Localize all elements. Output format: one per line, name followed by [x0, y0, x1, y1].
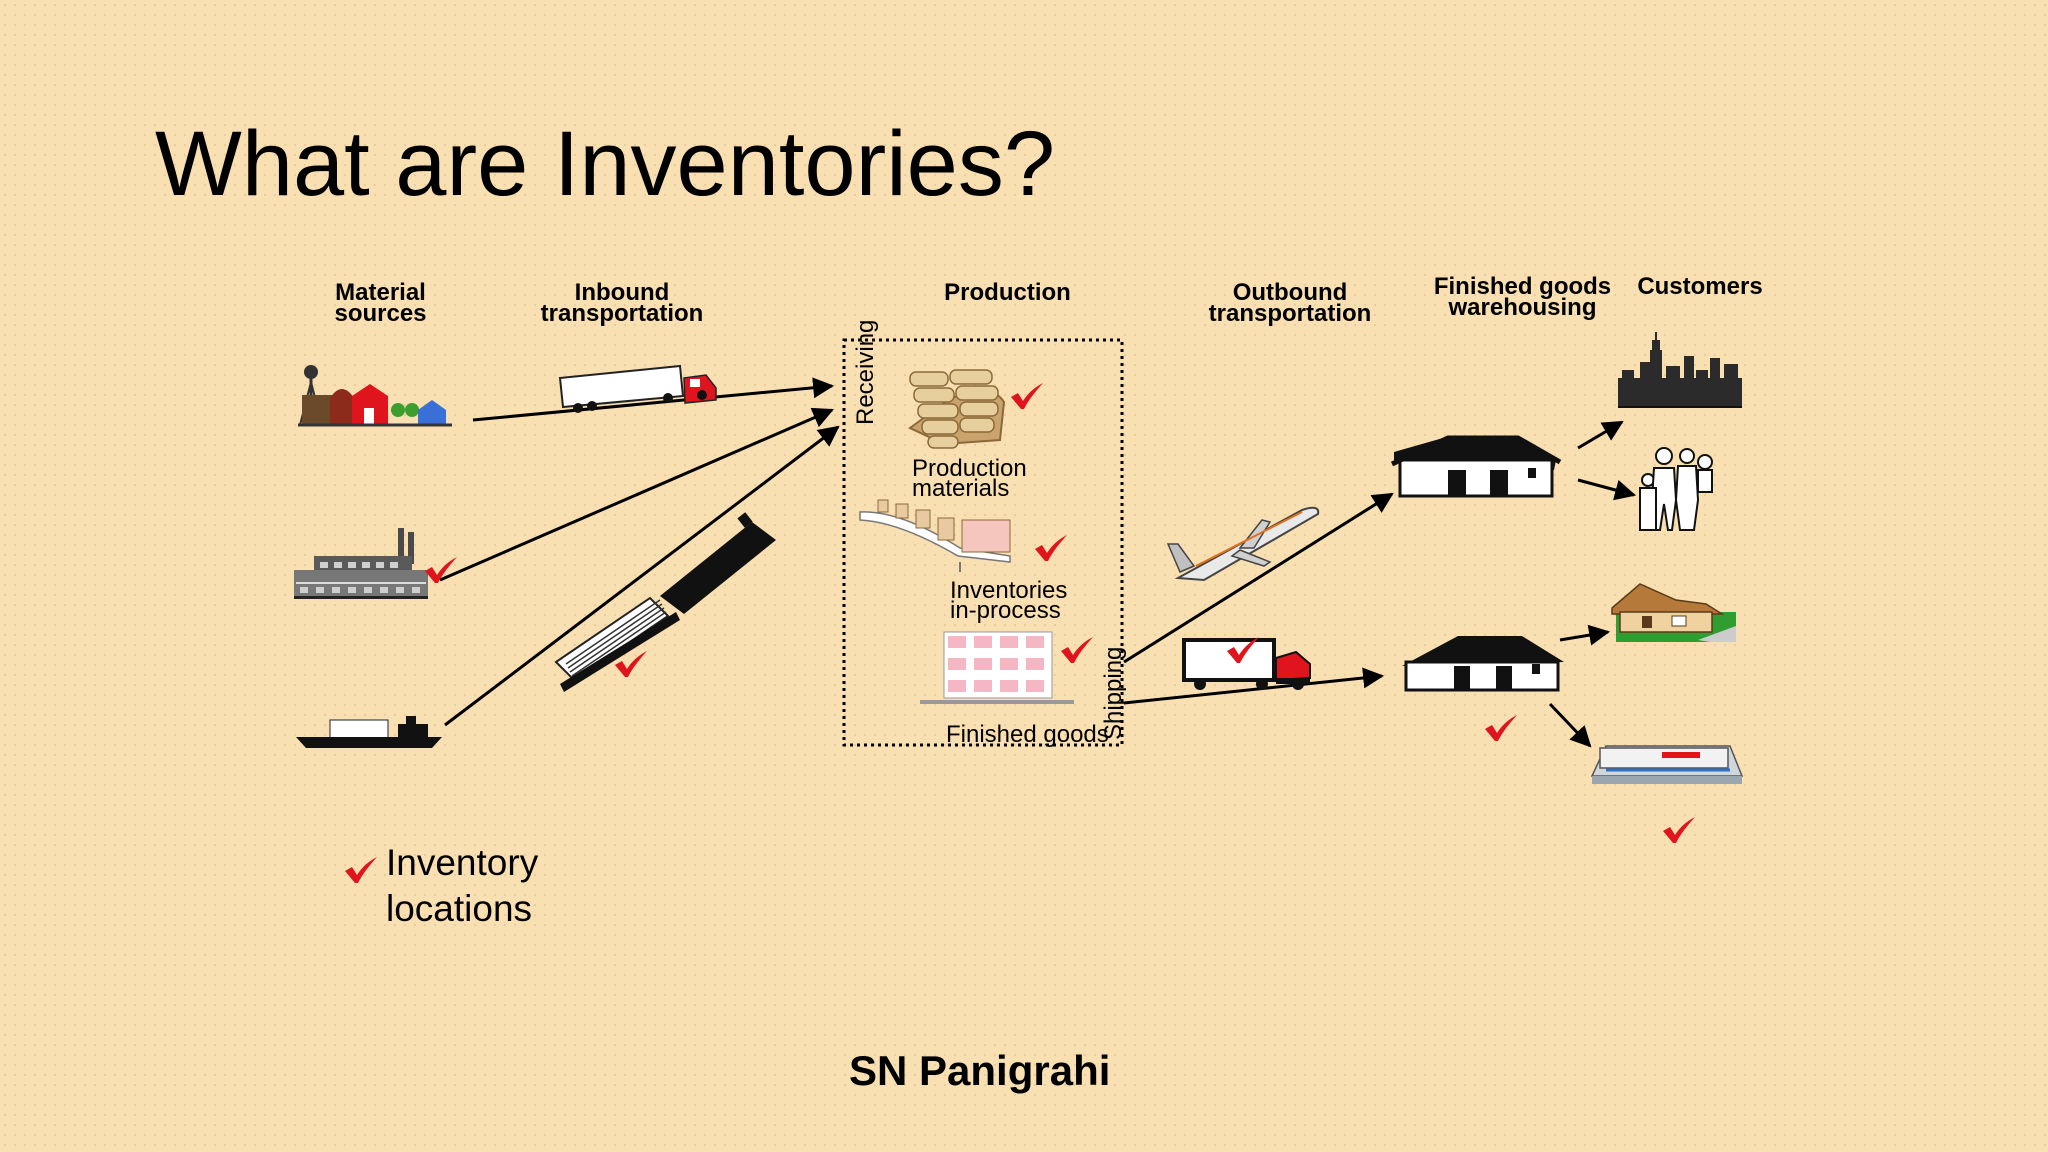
arrow-warehouse-to-family	[1577, 478, 1637, 501]
check-icon	[1663, 817, 1695, 843]
arrow-warehouse-to-store	[1548, 702, 1592, 748]
check-icon	[1035, 535, 1067, 561]
truck-icon	[558, 364, 717, 413]
check-icon	[1061, 637, 1093, 663]
inventories-in-process-label: Inventories in-process	[950, 577, 1068, 624]
ship-icon	[296, 716, 442, 748]
arrow-ship-to-receiving	[444, 425, 840, 727]
arrow-warehouse-to-city	[1577, 420, 1624, 450]
production-materials-label: Production materials	[912, 455, 1027, 502]
legend-text: Inventory locations	[386, 842, 539, 929]
arrow-warehouse-to-house	[1559, 624, 1611, 646]
arrow-shipping-to-warehouse-2	[1123, 667, 1385, 705]
conveyor-icon	[859, 499, 1011, 572]
stage-finished-goods-warehousing: Finished goods warehousing	[1433, 273, 1612, 321]
arrow-farm-to-receiving	[472, 377, 835, 422]
check-icon	[345, 857, 377, 883]
page-title: What are Inventories?	[155, 113, 1056, 215]
arrow-shipping-to-warehouse-1	[1123, 492, 1394, 664]
pallet-icon	[920, 631, 1074, 704]
stage-outbound-transportation: Outbound transportation	[1208, 279, 1372, 327]
stage-production: Production	[944, 279, 1071, 306]
train-icon	[554, 512, 776, 692]
production-box	[842, 338, 1124, 747]
cement-bags-icon	[908, 369, 1006, 449]
check-icon	[1011, 383, 1043, 409]
receiving-label: Receiving	[852, 319, 879, 425]
airplane-icon	[1166, 506, 1320, 582]
author-footer: SN Panigrahi	[849, 1047, 1111, 1094]
flow-arrows	[439, 377, 1637, 748]
house-icon	[1611, 583, 1736, 642]
check-icon	[1485, 715, 1517, 741]
finished-goods-label: Finished goods	[946, 721, 1109, 748]
factory-icon	[294, 528, 428, 599]
stage-customers: Customers	[1637, 273, 1763, 300]
stage-material-sources: Material sources	[334, 279, 427, 327]
arrow-factory-to-receiving	[439, 407, 834, 582]
warehouse-icon	[1390, 435, 1562, 498]
store-icon	[1590, 745, 1744, 784]
stage-inbound-transportation: Inbound transportation	[540, 279, 704, 327]
family-icon	[1639, 447, 1713, 531]
outbound-truck-icon	[1182, 638, 1311, 690]
warehouse-icon	[1402, 636, 1564, 692]
farm-icon	[298, 365, 452, 427]
city-icon	[1618, 332, 1742, 408]
